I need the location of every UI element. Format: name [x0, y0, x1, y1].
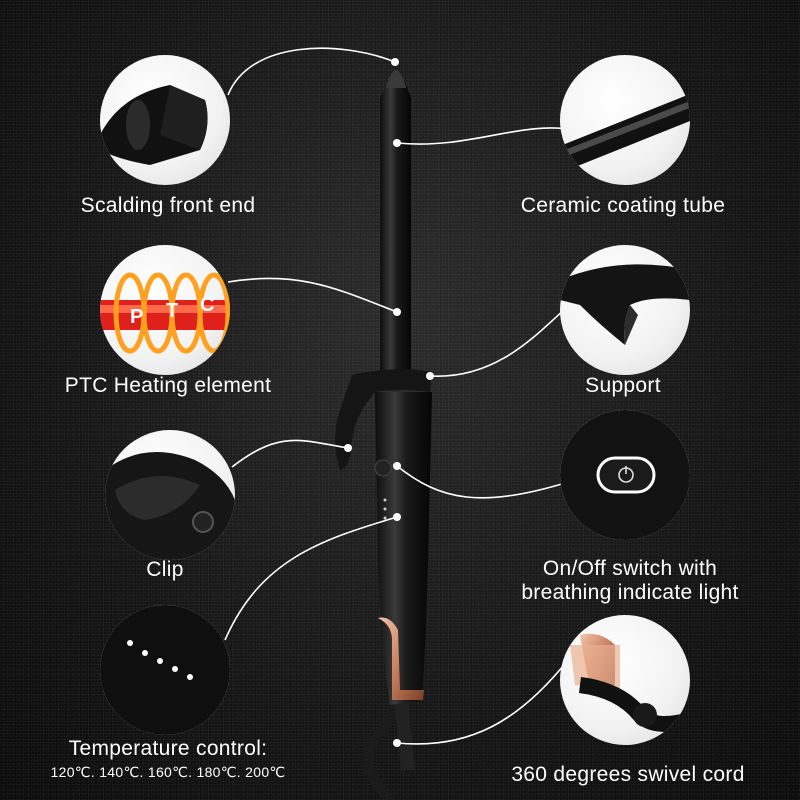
- label-temp-values: 120℃. 140℃. 160℃. 180℃. 200℃: [50, 764, 286, 780]
- temperature-leds-icon: [100, 605, 230, 735]
- ptc-letter-p: P: [130, 306, 143, 328]
- ptc-letter-c: C: [200, 294, 214, 316]
- label-temp-title: Temperature control:: [68, 737, 268, 760]
- ptc-letter-t: T: [166, 300, 178, 322]
- handle: [375, 392, 432, 705]
- tip: [386, 70, 406, 88]
- label-switch-line1: On/Off switch with: [542, 557, 718, 580]
- label-switch-line2: breathing indicate light: [521, 581, 739, 604]
- label-ptc: PTC Heating element: [64, 374, 272, 397]
- label-ceramic: Ceramic coating tube: [520, 194, 726, 217]
- power-cord: [363, 698, 405, 800]
- barrel-button: [374, 459, 392, 477]
- clamp: [335, 369, 432, 470]
- label-cord: 360 degrees swivel cord: [511, 763, 745, 786]
- label-clip: Clip: [146, 558, 184, 581]
- front-end-icon: [100, 55, 230, 185]
- ceramic-tube-icon: [560, 55, 690, 185]
- label-front-end: Scalding front end: [80, 194, 256, 217]
- swivel-cord-icon: [560, 615, 690, 745]
- power-switch-icon: [560, 410, 690, 540]
- clip-icon: [105, 430, 235, 560]
- barrel: [380, 75, 411, 385]
- support-icon: [560, 245, 690, 375]
- ptc-coil-icon: P T C: [100, 245, 230, 375]
- rose-trim: [378, 617, 424, 700]
- label-support: Support: [585, 374, 661, 397]
